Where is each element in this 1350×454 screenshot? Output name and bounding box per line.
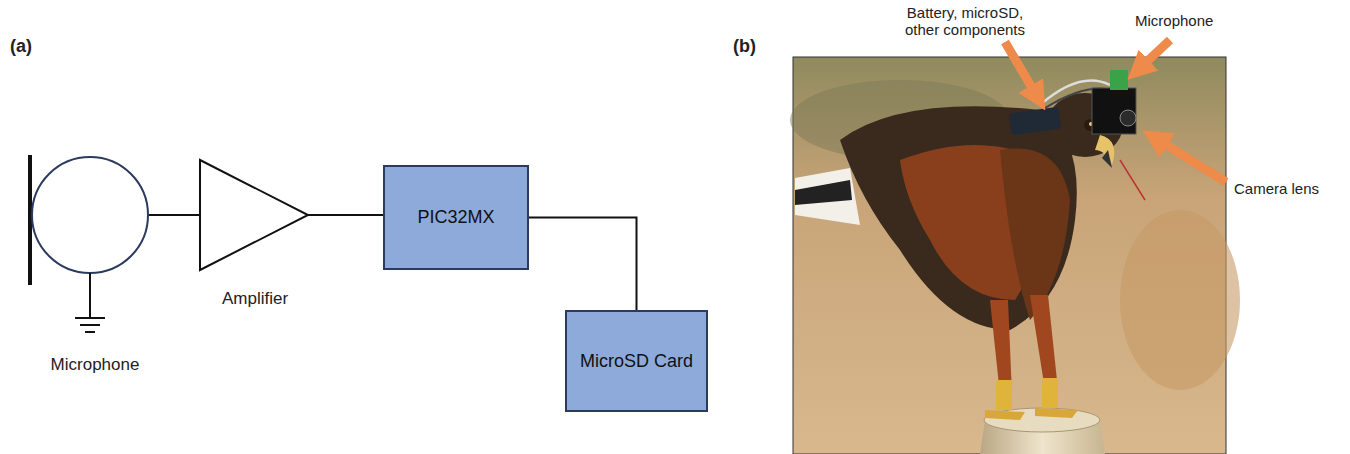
microphone-symbol: Microphone	[25, 150, 165, 385]
panel-label: (a)	[10, 36, 32, 57]
signal-wire	[308, 214, 383, 216]
signal-wire	[148, 214, 200, 216]
microcontroller-box: PIC32MX	[383, 165, 529, 270]
box-label: MicroSD Card	[580, 350, 693, 373]
callout-label: Microphone	[1135, 12, 1213, 29]
box-label: PIC32MX	[417, 206, 494, 229]
amplifier-triangle: Amplifier	[195, 155, 315, 320]
callout-label: Battery, microSD, other components	[895, 4, 1035, 38]
signal-wire	[529, 218, 637, 311]
component-label: Microphone	[25, 355, 165, 375]
component-label: Amplifier	[195, 289, 315, 309]
callout-label: Camera lens	[1234, 180, 1319, 197]
storage-box: MicroSD Card	[565, 310, 708, 412]
panel-label: (b)	[733, 36, 756, 57]
microphone-outline	[25, 150, 165, 385]
